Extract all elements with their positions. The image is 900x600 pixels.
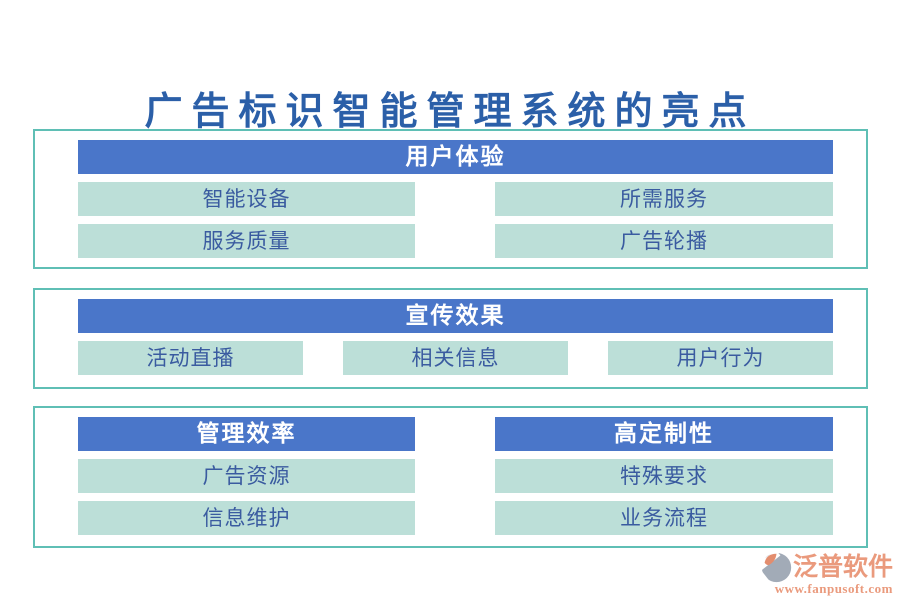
brand-row: 泛普软件	[754, 549, 893, 584]
item-required-services: 所需服务	[495, 182, 833, 216]
item-business-process: 业务流程	[495, 501, 833, 535]
item-user-behavior: 用户行为	[608, 341, 833, 375]
section-header-high-customization: 高定制性	[495, 417, 833, 451]
item-smart-devices: 智能设备	[78, 182, 415, 216]
section-header-user-experience: 用户体验	[78, 140, 833, 174]
item-ad-resources: 广告资源	[78, 459, 415, 493]
brand-url: www.fanpusoft.com	[774, 581, 893, 596]
section-header-promotion-effect: 宣传效果	[78, 299, 833, 333]
brand-watermark: 泛普软件 www.fanpusoft.com	[754, 549, 893, 597]
section-promotion-effect: 宣传效果 活动直播 相关信息 用户行为	[33, 288, 868, 389]
promotion-effect-items: 活动直播 相关信息 用户行为	[78, 341, 833, 375]
item-special-requirements: 特殊要求	[495, 459, 833, 493]
item-service-quality: 服务质量	[78, 224, 415, 258]
section-header-management-efficiency: 管理效率	[78, 417, 415, 451]
column-high-customization: 高定制性 特殊要求 业务流程	[495, 417, 833, 546]
section-user-experience: 用户体验 智能设备 所需服务 服务质量 广告轮播	[33, 129, 868, 269]
fanpu-swirl-logo-icon	[754, 549, 793, 584]
section-efficiency-customization: 管理效率 广告资源 信息维护 高定制性 特殊要求 业务流程	[33, 406, 868, 548]
brand-name: 泛普软件	[792, 554, 893, 581]
page-title: 广告标识智能管理系统的亮点	[144, 91, 756, 133]
item-ad-carousel: 广告轮播	[495, 224, 833, 258]
user-experience-items: 智能设备 所需服务 服务质量 广告轮播	[78, 182, 833, 258]
item-live-events: 活动直播	[78, 341, 303, 375]
column-management-efficiency: 管理效率 广告资源 信息维护	[78, 417, 415, 546]
item-info-maintenance: 信息维护	[78, 501, 415, 535]
item-related-info: 相关信息	[343, 341, 568, 375]
